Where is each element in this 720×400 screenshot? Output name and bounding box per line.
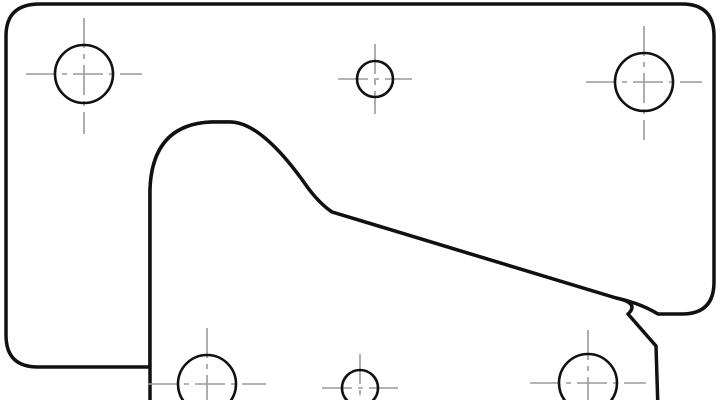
lower-left-hole: [148, 328, 266, 400]
upper-middle-hole: [338, 44, 412, 114]
lower-right-hole: [530, 330, 646, 400]
upper-left-hole: [26, 18, 142, 134]
lower-plate-outline: [148, 120, 660, 400]
lower-middle-hole: [322, 354, 398, 400]
upper-right-hole: [586, 26, 702, 140]
